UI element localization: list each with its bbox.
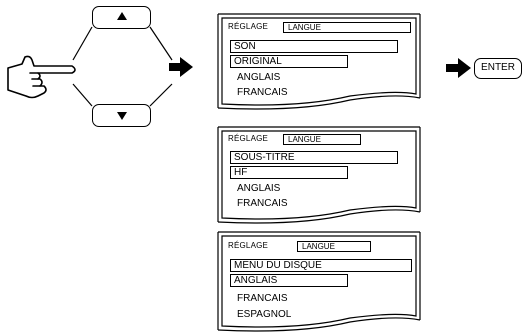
panel-1-selected-option[interactable]: ORIGINAL: [230, 55, 348, 68]
panel-3-selected-label: ANGLAIS: [234, 275, 278, 286]
enter-button[interactable]: ENTER: [474, 58, 522, 79]
panel-2-selected-label: HF: [234, 167, 248, 178]
panel-2-header-box: LANGUE: [283, 134, 361, 145]
down-button[interactable]: [92, 104, 151, 127]
panel-1-category: SON: [230, 40, 398, 53]
arrow-right-to-enter-icon: [446, 58, 471, 78]
panel-1-category-label: SON: [234, 41, 256, 52]
panel-2-header-box-label: LANGUE: [288, 135, 321, 144]
arrow-right-icon: [169, 57, 193, 77]
panel-3-category: MENU DU DISQUE: [230, 259, 412, 272]
panel-2-header-label: RÉGLAGE: [228, 134, 269, 143]
panel-2-selected-option[interactable]: HF: [230, 166, 348, 179]
diamond-connector: [72, 26, 173, 107]
triangle-down-icon: [116, 112, 127, 120]
panel-2-category-label: SOUS-TITRE: [234, 152, 295, 163]
panel-3-header-box: LANGUE: [297, 241, 371, 252]
enter-label: ENTER: [481, 62, 515, 73]
panel-1-outline: [221, 17, 417, 106]
panel-1-selected-label: ORIGINAL: [234, 56, 282, 67]
panel-3-selected-option[interactable]: ANGLAIS: [230, 274, 348, 287]
panel-2-option-1[interactable]: ANGLAIS: [237, 183, 281, 194]
pointing-hand-icon: [7, 55, 76, 99]
panel-3-header-box-label: LANGUE: [302, 242, 335, 251]
panel-1-header-box-label: LANGUE: [288, 23, 321, 32]
panel-1-option-2[interactable]: FRANCAIS: [237, 87, 288, 98]
panel-3-outline: [221, 235, 417, 328]
panel-3-option-1[interactable]: FRANCAIS: [237, 293, 288, 304]
up-button[interactable]: [92, 6, 151, 29]
panel-1-header-box: LANGUE: [283, 22, 411, 33]
panel-2-option-2[interactable]: FRANCAIS: [237, 198, 288, 209]
panel-3-option-2[interactable]: ESPAGNOL: [237, 309, 292, 320]
panel-1-option-1[interactable]: ANGLAIS: [237, 72, 281, 83]
panel-1-header-label: RÉGLAGE: [228, 22, 269, 31]
panel-3-category-label: MENU DU DISQUE: [234, 260, 322, 271]
triangle-up-icon: [116, 12, 127, 20]
panel-2-outline: [221, 130, 417, 220]
panel-3-header-label: RÉGLAGE: [228, 241, 269, 250]
panel-2-category: SOUS-TITRE: [230, 151, 398, 164]
